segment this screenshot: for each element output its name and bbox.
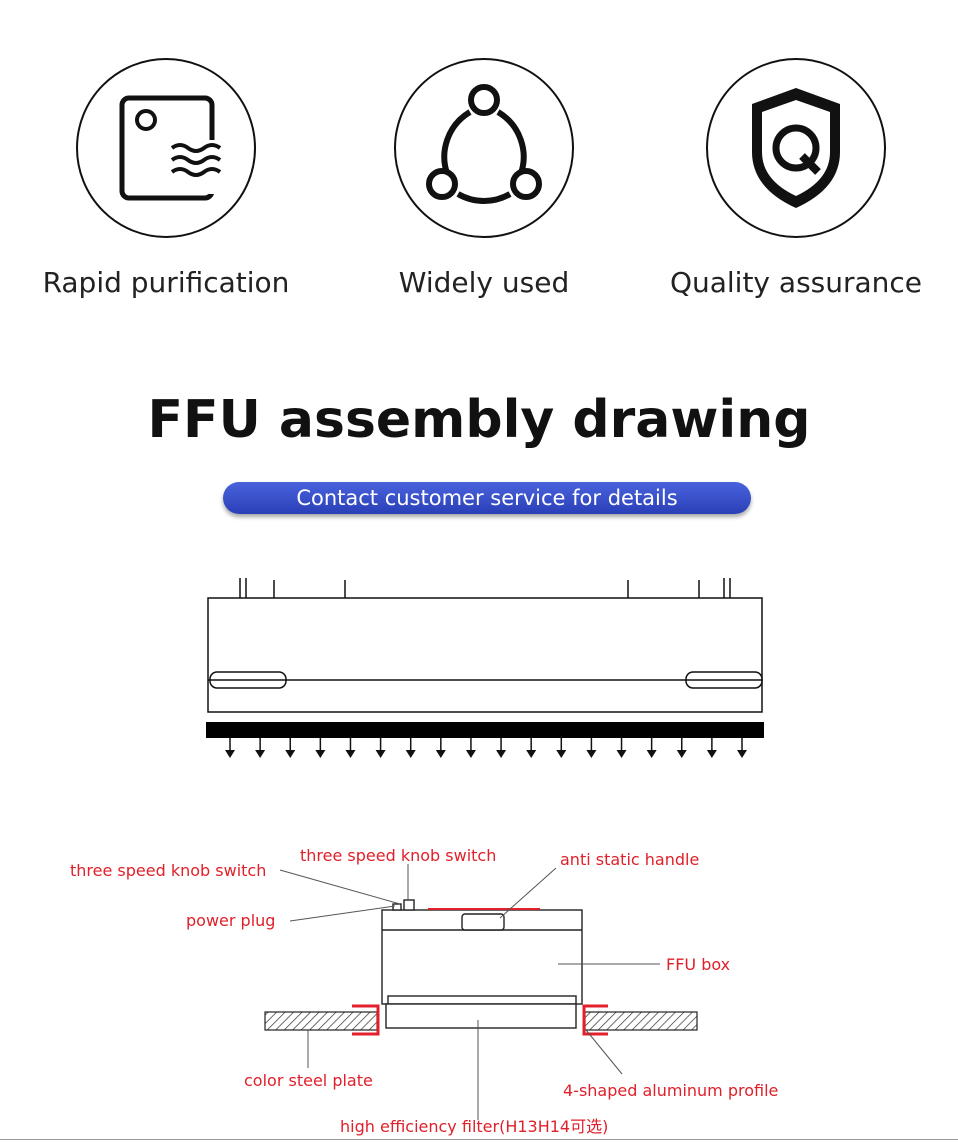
ffu-assembly-diagram: three speed knob switch three speed knob… [70,846,778,1136]
label-color-steel-plate: color steel plate [244,1071,373,1090]
label-knob-switch-left: three speed knob switch [70,861,266,880]
airflow-arrow [285,738,296,758]
airflow-arrow [616,738,627,758]
feature-rapid-purification: Rapid purification [36,58,296,299]
airflow-arrow [646,738,657,758]
divider [0,1139,958,1140]
airflow-arrow [375,738,386,758]
feature-quality-assurance: Quality assurance [666,58,926,299]
feature-label: Rapid purification [42,266,290,299]
airflow-arrow [255,738,266,758]
feature-widely-used: Widely used [354,58,614,299]
shield-q-icon [706,58,886,238]
label-knob-switch-top: three speed knob switch [300,846,496,865]
airflow-arrow [586,738,597,758]
airflow-arrow [435,738,446,758]
airflow-arrow [315,738,326,758]
ffu-side-view-drawing [206,578,764,758]
power-plug [392,903,402,911]
color-steel-plate-right [584,1011,698,1031]
airflow-arrows [225,738,747,758]
airflow-arrow [225,738,235,758]
airflow-arrow [405,738,416,758]
contact-service-button[interactable]: Contact customer service for details [223,482,751,514]
airflow-arrow [526,738,537,758]
airflow-arrow [556,738,567,758]
airflow-arrow [496,738,507,758]
airflow-arrow [737,738,747,758]
label-aluminum-profile: 4-shaped aluminum profile [563,1081,778,1100]
feature-label: Quality assurance [669,266,923,299]
network-nodes-icon [394,58,574,238]
section-title: FFU assembly drawing [147,390,811,450]
airflow-arrow [345,738,356,758]
label-power-plug: power plug [186,911,275,930]
anti-static-handle [461,913,505,931]
knob-switch [403,899,415,911]
label-ffu-box: FFU box [666,955,730,974]
feature-label: Widely used [398,266,570,299]
aluminum-profile [352,1004,608,1036]
airflow-arrow [465,738,476,758]
air-purifier-icon [76,58,256,238]
airflow-arrow [676,738,687,758]
airflow-arrow [706,738,717,758]
color-steel-plate-left [264,1011,378,1031]
label-filter: high efficiency filter(H13H14可选) [340,1117,608,1136]
label-anti-static-handle: anti static handle [560,850,699,869]
high-efficiency-filter [385,1003,577,1029]
